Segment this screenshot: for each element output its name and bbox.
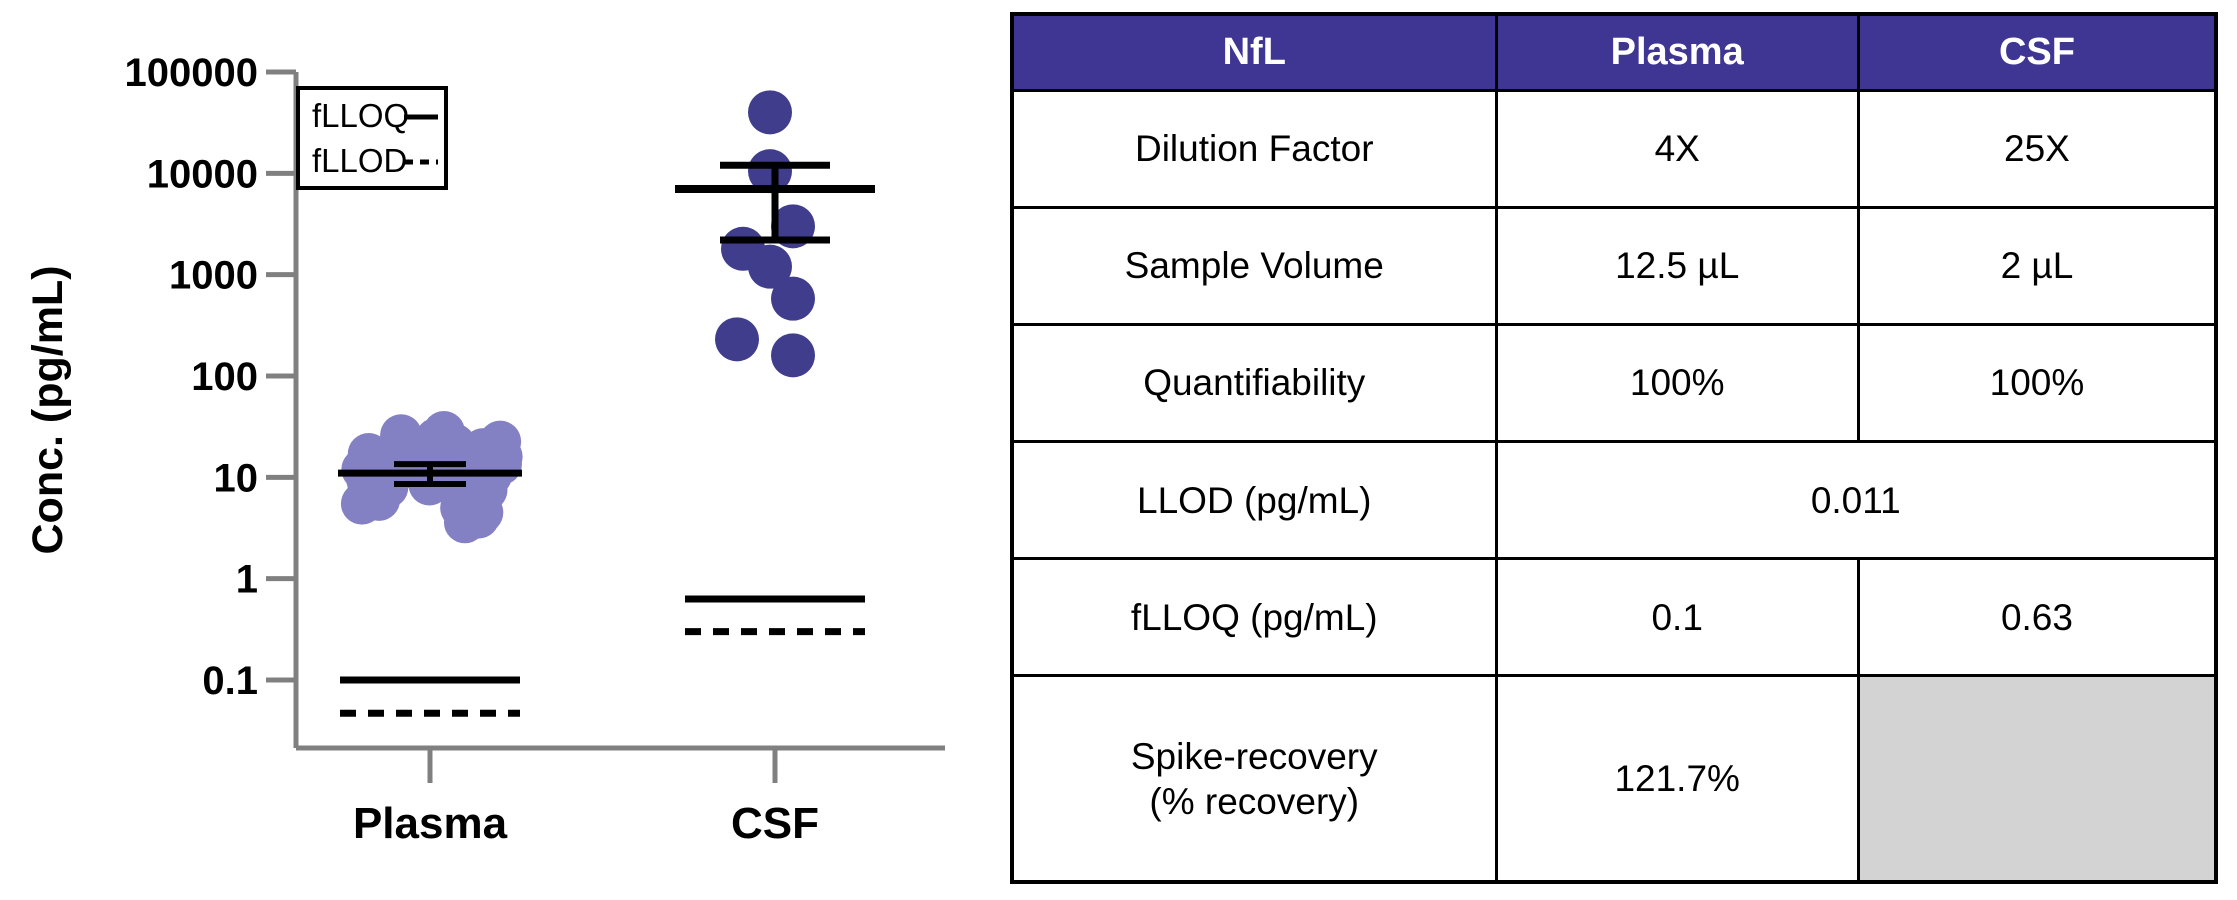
row-value-cell-plasma: 4X xyxy=(1494,88,1860,209)
x-axis-label-plasma: Plasma xyxy=(353,799,508,848)
plasma-data-point xyxy=(340,482,383,525)
row-value-cell-csf: 100% xyxy=(1856,322,2218,444)
header-cell-csf: CSF xyxy=(1856,12,2218,92)
y-tick-label: 10 xyxy=(214,456,259,500)
y-axis-title: Conc. (pg/mL) xyxy=(24,265,72,554)
row-label-cell: Sample Volume xyxy=(1010,205,1498,326)
csf-data-point xyxy=(748,90,792,135)
row-value-cell-merged: 0.011 xyxy=(1494,440,2218,561)
threshold-lines xyxy=(340,595,865,717)
csf-data-point xyxy=(771,276,815,321)
row-value-cell-csf: 2 µL xyxy=(1856,205,2218,326)
legend-box xyxy=(296,86,448,190)
row-value-cell-csf: 0.63 xyxy=(1856,557,2218,678)
table-row: Spike-recovery(% recovery)121.7% xyxy=(1010,674,2218,884)
csf-data-point xyxy=(748,149,792,194)
plasma-data-point xyxy=(443,501,486,544)
row-value-cell-plasma: 100% xyxy=(1494,322,1860,444)
row-value-cell-csf xyxy=(1856,674,2218,884)
row-label-cell: LLOD (pg/mL) xyxy=(1010,440,1498,561)
table-header-row: NfL Plasma CSF xyxy=(1010,12,2218,92)
scatter-chart-panel: 100000 10000 1000 100 10 1 0.1 Conc. (pg/mL) P… xyxy=(0,0,980,900)
row-value-cell-plasma: 0.1 xyxy=(1494,557,1860,678)
row-label-cell: Quantifiability xyxy=(1010,322,1498,444)
x-axis-label-csf: CSF xyxy=(731,799,819,848)
header-cell-plasma: Plasma xyxy=(1494,12,1860,92)
y-tick-label: 100000 xyxy=(125,51,258,95)
row-value-cell-csf: 25X xyxy=(1856,88,2218,209)
chart-legend: fLLOQ fLLOD xyxy=(296,86,448,190)
csf-data-point xyxy=(771,333,815,378)
header-cell-nfl: NfL xyxy=(1010,12,1498,92)
csf-data-points xyxy=(715,90,815,378)
y-tick-label: 1 xyxy=(236,558,258,602)
row-label-cell: Dilution Factor xyxy=(1010,88,1498,209)
row-value-cell-plasma: 121.7% xyxy=(1494,674,1860,884)
legend-label-flloq: fLLOQ xyxy=(312,97,409,134)
legend-label-fllod: fLLOD xyxy=(312,142,407,179)
y-axis-tick-labels: 100000 10000 1000 100 10 1 0.1 xyxy=(125,51,258,703)
y-tick-label: 1000 xyxy=(169,254,258,298)
row-value-cell-plasma: 12.5 µL xyxy=(1494,205,1860,326)
y-tick-label: 0.1 xyxy=(202,659,258,703)
y-axis-ticks xyxy=(266,69,296,683)
y-tick-label: 10000 xyxy=(147,152,258,196)
y-tick-label: 100 xyxy=(191,355,258,399)
csf-data-point xyxy=(748,244,792,289)
mean-sd-error-bars xyxy=(338,161,875,487)
row-label-cell: fLLOQ (pg/mL) xyxy=(1010,557,1498,678)
table-row: LLOD (pg/mL)0.011 xyxy=(1010,440,2218,561)
row-label-line-2: (% recovery) xyxy=(1149,780,1360,822)
row-label-line-1: Spike-recovery xyxy=(1130,735,1378,777)
csf-data-point xyxy=(715,317,759,362)
chart-svg: 100000 10000 1000 100 10 1 0.1 Conc. (pg/mL) P… xyxy=(24,51,945,848)
row-label-cell: Spike-recovery(% recovery) xyxy=(1010,674,1498,884)
